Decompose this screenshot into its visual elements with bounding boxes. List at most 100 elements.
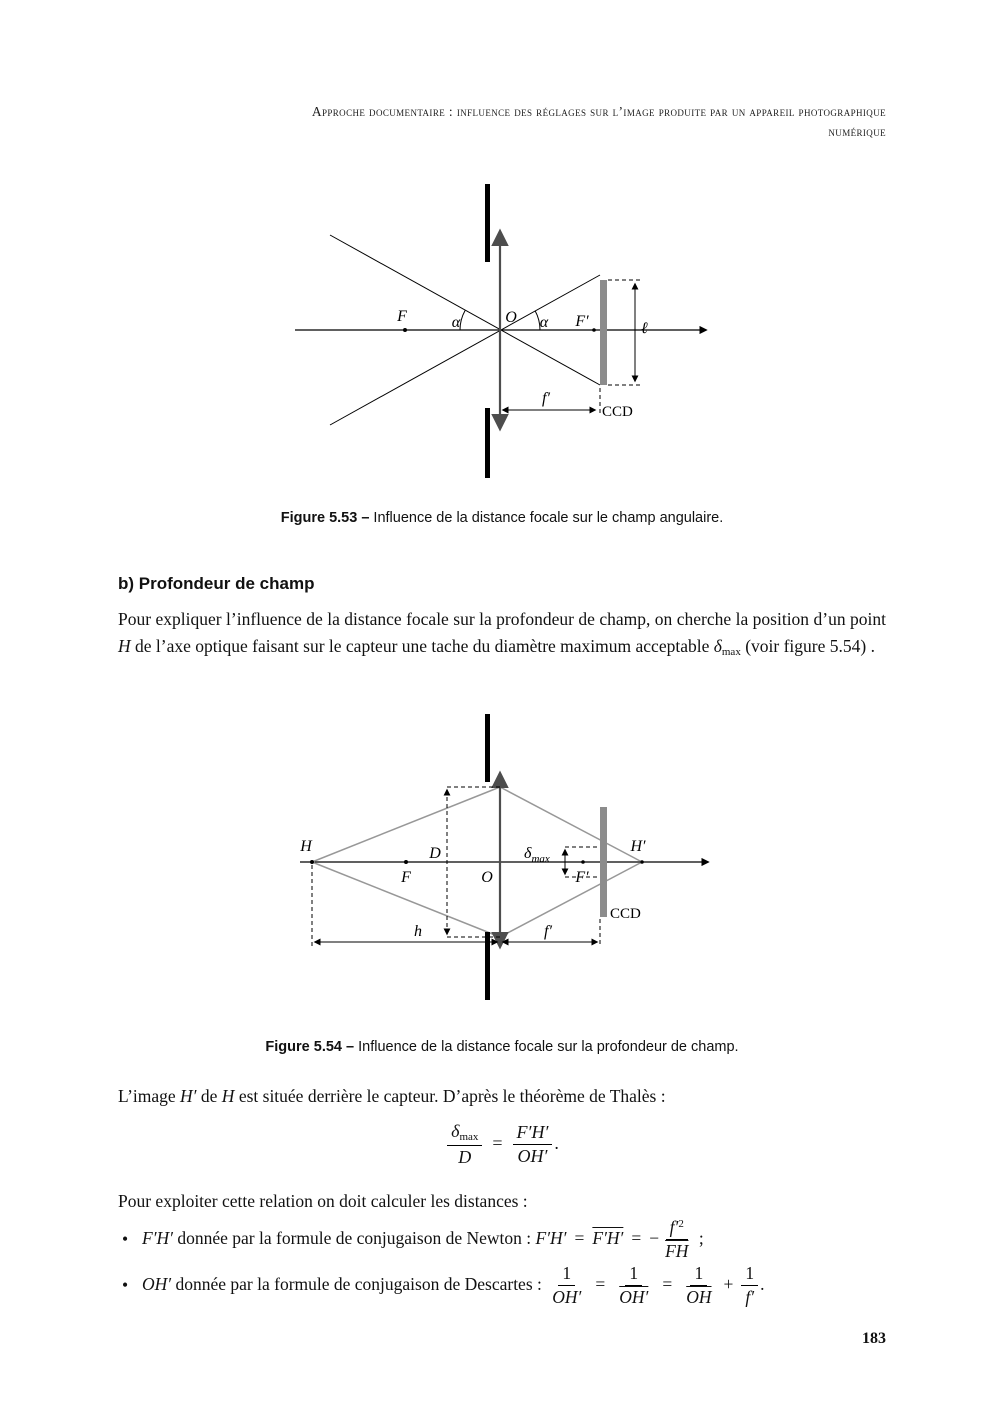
bullet-newton-content: F′H′ donnée par la formule de conjugaiso… [142, 1217, 704, 1262]
focal-point-F [403, 328, 407, 332]
paragraph-3: Pour exploiter cette relation on doit ca… [118, 1191, 528, 1211]
marginal-ray-upper-right [499, 786, 643, 863]
angle-arc-left [459, 310, 466, 331]
label-delta-sub: max [531, 853, 549, 865]
caption-text: Influence de la distance focale sur la p… [358, 1039, 739, 1055]
math-FpHp: F′H′ [535, 1227, 567, 1248]
text-run: donnée par la formule de conjugaison de … [171, 1273, 547, 1294]
label-O: O [505, 309, 517, 326]
ccd-sensor [600, 280, 607, 385]
focal-point-F-prime [592, 328, 596, 332]
text-run: de [196, 1086, 222, 1106]
math-FpHp-overline: F′H′ [592, 1227, 624, 1248]
label-F-prime: F′ [574, 313, 589, 330]
field-ray-ascending [329, 274, 601, 426]
caption-label: Figure 5.53 – [280, 510, 370, 526]
text-run: donnée par la formule de conjugaison de … [172, 1227, 536, 1248]
fraction-denominator: f′ [741, 1286, 758, 1307]
label-H-prime: H′ [629, 838, 646, 855]
equals-sign: = [492, 1133, 503, 1154]
ccd-sensor [600, 807, 607, 917]
focal-point-F [404, 860, 408, 864]
math-D: D [458, 1147, 472, 1168]
fraction-denominator: OH [682, 1286, 715, 1307]
math-f-prime: f′ [745, 1287, 755, 1308]
period: . [554, 1133, 559, 1154]
math-OHp: OH′ [142, 1273, 172, 1294]
bullet-marker: • [122, 1229, 129, 1250]
fraction-denominator: FH [661, 1240, 692, 1261]
label-ccd: CCD [610, 906, 641, 922]
image-point-H-prime [640, 860, 644, 864]
section-heading-profondeur: b) Profondeur de champ [118, 574, 315, 593]
caption-label: Figure 5.54 – [265, 1039, 355, 1055]
aperture-stop-bottom [485, 932, 490, 1000]
field-ray-descending [329, 234, 601, 386]
math-delta: δ [451, 1121, 460, 1141]
fraction-denominator: D [454, 1146, 475, 1168]
math-FpHp: F′H′ [516, 1121, 549, 1142]
figure-5-53-caption: Figure 5.53 – Influence de la distance f… [0, 510, 1004, 526]
bullet-newton: • F′H′ donnée par la formule de conjugais… [122, 1217, 892, 1262]
text-run: (voir figure 5.54) . [740, 635, 875, 656]
math-FpHp: F′H′ [142, 1227, 173, 1248]
aperture-stop-bottom [485, 408, 490, 478]
equals-sign: = [574, 1227, 585, 1248]
minus-sign: − [649, 1227, 660, 1248]
figure-5-54-caption: Figure 5.54 – Influence de la distance f… [0, 1039, 1004, 1055]
label-f-prime: f′ [542, 390, 550, 407]
label-H: H [299, 838, 313, 855]
bullet-marker: • [122, 1275, 129, 1296]
text-run: de l’axe optique faisant sur le capteur … [130, 635, 714, 656]
aperture-stop-top [485, 184, 490, 262]
plus-sign: + [723, 1273, 734, 1294]
fraction-numerator: 1 [558, 1263, 576, 1287]
fraction-FpHp-over-OHp: F′H′OH′ [512, 1121, 553, 1168]
aperture-stop-top [485, 714, 490, 782]
exponent-2: 2 [678, 1218, 684, 1230]
label-O: O [481, 869, 493, 886]
page-header: Approche documentaire : influence des ré… [148, 102, 886, 142]
text-run: est située derrière le capteur. D’après … [234, 1086, 666, 1106]
math-OH-overline: OH [686, 1287, 712, 1308]
label-F: F [396, 308, 407, 325]
label-alpha-right: α [540, 314, 549, 331]
label-ccd: CCD [602, 404, 633, 420]
header-line-1: Approche documentaire : influence des ré… [311, 104, 886, 119]
label-delta: δ [524, 845, 532, 862]
math-H-prime: H′ [180, 1086, 197, 1106]
paragraph-2: L’image H′ de H est située derrière le c… [118, 1083, 886, 1110]
label-f-prime: f′ [544, 923, 552, 940]
header-line-2: numérique [828, 124, 886, 139]
figure-5-54-diagram: H D F O δmax F′ H′ h f′ CCD [299, 714, 710, 1000]
label-h: h [414, 923, 422, 940]
fraction-numerator: F′H′ [512, 1121, 553, 1146]
bullet-descartes-content: OH′ donnée par la formule de conjugaison… [142, 1263, 765, 1308]
fraction-numerator: 1 [690, 1263, 708, 1287]
bullet-descartes: • OH′ donnée par la formule de conjugaiso… [122, 1263, 892, 1308]
marginal-ray-lower-left [311, 861, 501, 938]
period: . [760, 1273, 765, 1294]
fraction-numerator: f′2 [665, 1217, 688, 1241]
label-alpha-left: α [452, 314, 461, 331]
equals-sign: = [631, 1227, 642, 1248]
focal-point-F-prime [581, 860, 585, 864]
math-OHp: OH′ [552, 1287, 582, 1308]
label-ell: ℓ [641, 320, 648, 337]
math-delta-sub: max [721, 645, 741, 658]
angle-arc-right [534, 310, 541, 331]
fraction-numerator: 1 [625, 1263, 643, 1287]
math-f-prime: f′ [669, 1217, 679, 1237]
object-point-H [310, 860, 314, 864]
page-number: 183 [862, 1330, 886, 1347]
marginal-ray-lower-right [499, 861, 643, 938]
math-H: H [221, 1086, 235, 1106]
fraction-denominator: OH′ [615, 1286, 652, 1307]
